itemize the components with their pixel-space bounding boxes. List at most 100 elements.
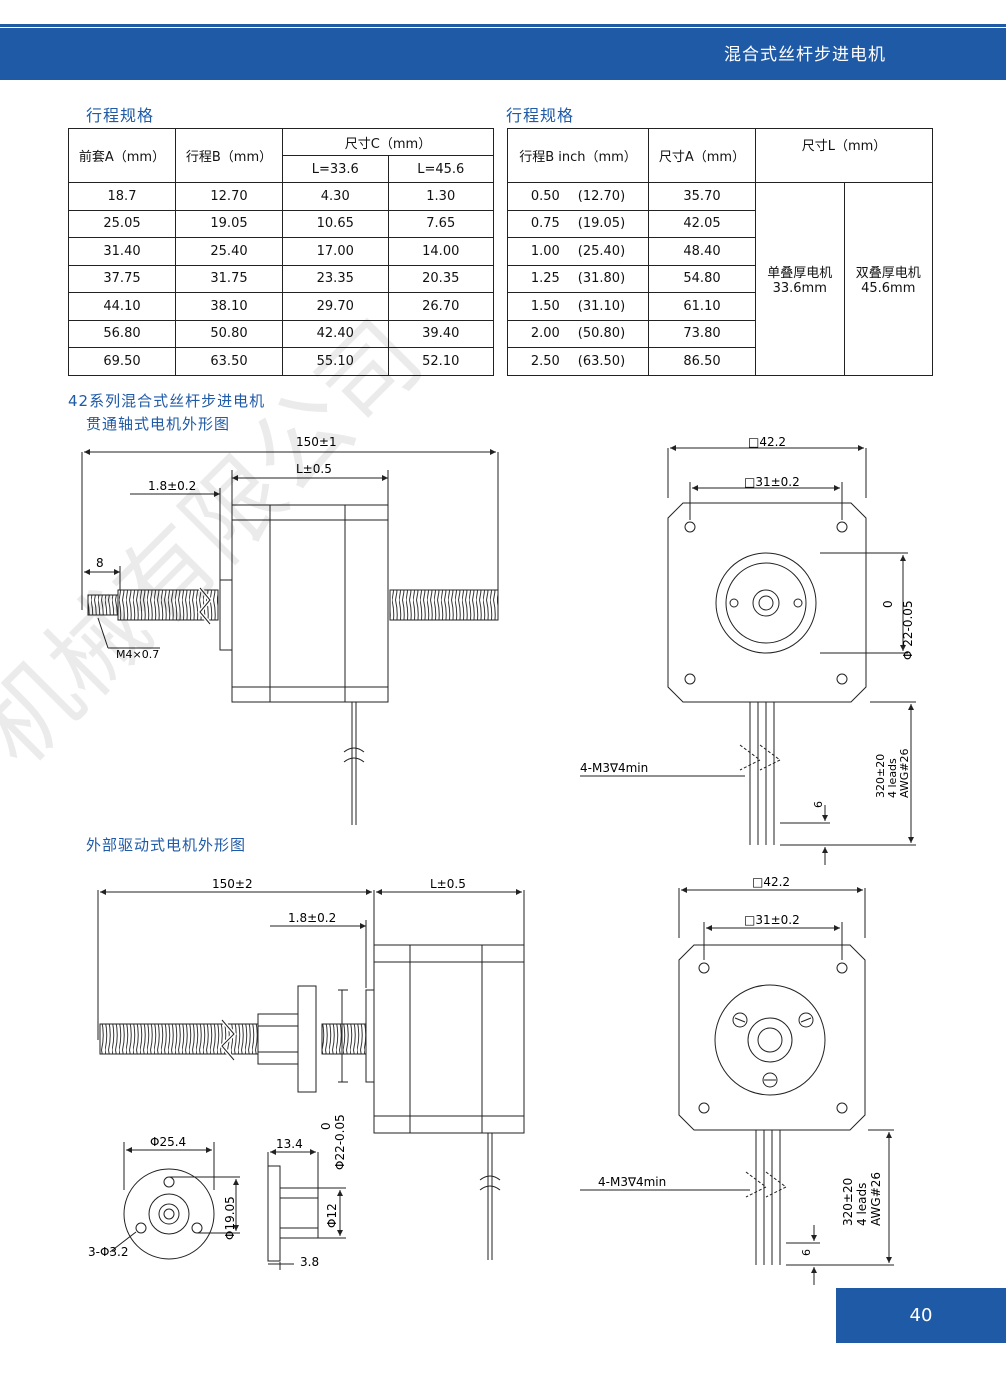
stroke-mm: (31.10) xyxy=(577,298,626,314)
header-col-l: 尺寸L（mm） xyxy=(755,128,933,183)
table-cell: 52.10 xyxy=(387,347,494,376)
header-col-a-size: 尺寸A（mm） xyxy=(648,128,756,183)
d2-dim-6: 6 xyxy=(800,1249,813,1256)
header-bar xyxy=(0,28,1006,80)
d1-lead-length: 320±20 xyxy=(874,754,887,798)
d1-thread: M4×0.7 xyxy=(116,648,159,661)
table-cell-stroke: 1.25 (31.80) xyxy=(507,264,649,293)
table-row: 0.75 (19.05) 42.05 xyxy=(507,209,933,238)
stroke-mm: (12.70) xyxy=(577,188,626,204)
motor-double-label: 双叠厚电机 xyxy=(855,265,921,281)
drawing2-front-view xyxy=(580,887,894,1285)
d1-boss-dia: Φ 22-0.05 xyxy=(901,600,915,660)
section2-title: 外部驱动式电机外形图 xyxy=(86,836,247,854)
section1-title1: 42系列混合式丝杆步进电机 xyxy=(68,392,266,410)
table-cell: 7.65 xyxy=(387,209,494,238)
d1-square-size: □42.2 xyxy=(748,435,786,449)
left-table-title: 行程规格 xyxy=(86,106,155,125)
d1-boss-tol: 0 xyxy=(881,600,895,608)
d1-total-length: 150±1 xyxy=(296,435,337,449)
stroke-inch: 0.50 xyxy=(530,188,560,204)
table-row: 1.50 (31.10) 61.10 xyxy=(507,292,933,321)
header-col-b-inch: 行程B inch（mm） xyxy=(507,128,649,183)
nut-pcd: Φ19.05 xyxy=(223,1196,237,1240)
right-table-title: 行程规格 xyxy=(506,106,575,125)
table-cell-stroke: 1.50 (31.10) xyxy=(507,292,649,321)
table-cell-stroke: 2.50(63.50) xyxy=(507,347,649,376)
d2-screws: 4-M3∇4min xyxy=(598,1175,666,1189)
table-cell: 37.75 xyxy=(68,264,176,293)
table-cell: 19.05 xyxy=(175,209,283,238)
table-cell: 4.30 xyxy=(282,182,389,211)
d1-gap: 1.8±0.2 xyxy=(148,479,196,493)
drawing1-front-view xyxy=(580,445,916,865)
header-col-b: 行程B（mm） xyxy=(175,128,283,183)
d1-lead-gauge: AWG#26 xyxy=(898,748,911,798)
table-cell: 20.35 xyxy=(387,264,494,293)
header-sub-c1: L=33.6 xyxy=(282,155,389,183)
d2-gap: 1.8±0.2 xyxy=(288,911,336,925)
table-cell-size-a: 35.70 xyxy=(648,182,756,211)
stroke-inch: 0.75 xyxy=(530,216,560,232)
table-cell: 31.75 xyxy=(175,264,283,293)
d2-boss-tol: 0 xyxy=(319,1122,333,1130)
motor-single-value: 33.6mm xyxy=(772,280,827,296)
table-cell-size-a: 61.10 xyxy=(648,292,756,321)
table-cell-size-a: 42.05 xyxy=(648,209,756,238)
left-spec-table: 前套A（mm） 行程B（mm） 尺寸C（mm） L=33.6 L=45.6 18… xyxy=(68,128,494,376)
table-row: 2.50(63.50)86.50 xyxy=(507,347,933,376)
table-cell: 63.50 xyxy=(175,347,283,376)
table-cell-size-a: 86.50 xyxy=(648,347,756,376)
nut-flange: 3.8 xyxy=(300,1255,319,1269)
stroke-mm: (31.80) xyxy=(577,271,626,287)
header-title: 混合式丝杆步进电机 xyxy=(724,45,886,65)
d2-lead-count: 4 leads xyxy=(855,1183,869,1226)
nut-front-view xyxy=(109,1142,240,1260)
nut-length: 13.4 xyxy=(276,1137,303,1151)
d1-dim-8: 8 xyxy=(96,556,104,570)
nut-inner-diameter: Φ12 xyxy=(325,1203,339,1228)
table-row: 2.00(50.80)73.80 xyxy=(507,319,933,348)
nut-diameter: Φ25.4 xyxy=(150,1135,186,1149)
right-spec-table: 行程B inch（mm） 尺寸A（mm） 尺寸L（mm） 0.50 (12.70)… xyxy=(507,128,933,376)
table-cell: 25.05 xyxy=(68,209,176,238)
header-sub-c2: L=45.6 xyxy=(387,155,494,183)
table-cell: 55.10 xyxy=(282,347,389,376)
d2-lead-gauge: AWG#26 xyxy=(869,1172,883,1226)
stroke-mm: (50.80) xyxy=(577,326,626,342)
table-cell: 18.7 xyxy=(68,182,176,211)
stroke-inch: 1.25 xyxy=(530,271,560,287)
d2-boss-dia: Φ22-0.05 xyxy=(333,1114,347,1170)
stroke-mm: (63.50) xyxy=(577,353,626,369)
nut-holes: 3-Φ3.2 xyxy=(88,1245,129,1259)
table-cell: 69.50 xyxy=(68,347,176,376)
table-cell: 12.70 xyxy=(175,182,283,211)
table-cell: 44.10 xyxy=(68,292,176,321)
d1-dim-6: 6 xyxy=(812,801,825,808)
section1-title2: 贯通轴式电机外形图 xyxy=(86,415,231,433)
table-cell-stroke: 0.50 (12.70) xyxy=(507,182,649,211)
d1-hole-spacing: □31±0.2 xyxy=(744,475,800,489)
page-number: 40 xyxy=(836,1288,1006,1343)
table-cell: 50.80 xyxy=(175,319,283,348)
motor-double-value: 45.6mm xyxy=(861,280,916,296)
d1-screws: 4-M3∇4min xyxy=(580,761,648,775)
stroke-mm: (19.05) xyxy=(577,216,626,232)
motor-single-label: 单叠厚电机 xyxy=(767,265,833,281)
d2-square-size: □42.2 xyxy=(752,875,790,889)
stroke-inch: 1.00 xyxy=(530,243,560,259)
stroke-inch: 2.00 xyxy=(530,326,560,342)
nut-side-view xyxy=(267,1149,346,1270)
d2-total-length: 150±2 xyxy=(212,877,253,891)
table-cell: 14.00 xyxy=(387,237,494,266)
table-cell: 10.65 xyxy=(282,209,389,238)
stroke-inch: 1.50 xyxy=(530,298,560,314)
table-cell: 23.35 xyxy=(282,264,389,293)
